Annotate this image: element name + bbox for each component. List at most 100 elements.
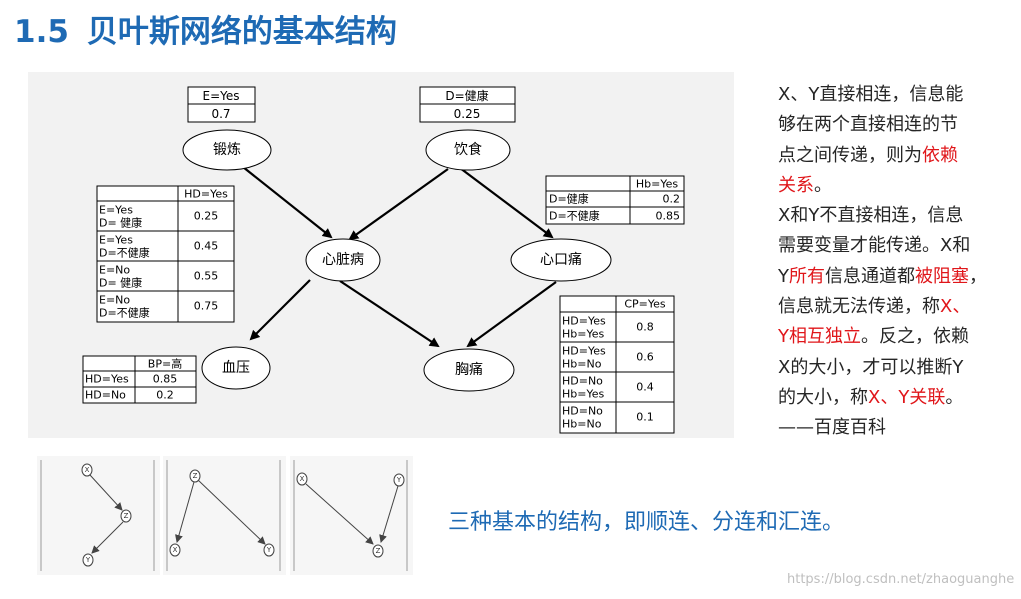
node-label-diet: 饮食	[454, 141, 482, 158]
explanation-l7c: 信息通道都	[825, 265, 915, 287]
cpt-hd-r1-c1: E=Yes	[99, 234, 133, 247]
structure-fork: Z X Y	[163, 456, 286, 575]
cpt-hd-r3-v: 0.75	[194, 300, 219, 313]
cpt-hd-r0-c2: D= 健康	[99, 216, 142, 230]
explanation-l3a: 点之间传递，则为	[778, 144, 922, 166]
fork-node-y: Y	[266, 546, 272, 554]
explanation-l6: 需要变量才能传递。X和	[778, 235, 971, 257]
edge-diet-heart	[348, 168, 449, 241]
node-label-heart: 心脏病	[322, 252, 364, 268]
cpt-d-value: 0.25	[454, 107, 481, 121]
node-chest-pain	[423, 348, 515, 392]
cpt-cp-r1-c2: Hb=No	[562, 358, 602, 371]
highlight-x: X、	[940, 296, 971, 318]
highlight-relation: 关系	[778, 174, 814, 196]
node-label-heartburn: 心口痛	[540, 251, 582, 268]
explanation-line: 点之间传递，则为依赖	[778, 141, 1010, 171]
cpt-bp-r0-c: HD=Yes	[85, 373, 129, 386]
cpt-cp-r2-c2: Hb=Yes	[562, 388, 604, 401]
watermark: https://blog.csdn.net/zhaoguanghe	[787, 572, 1015, 587]
cpt-hb-r0-c: D=健康	[549, 192, 589, 206]
explanation-line: Y所有信息通道都被阻塞，	[778, 262, 1010, 292]
explanation-l1: X、Y直接相连，信息能	[778, 84, 964, 105]
cpt-hd-r2-c1: E=No	[99, 264, 130, 277]
chain-node-x: X	[85, 466, 90, 474]
cpt-hd-r1-v: 0.45	[194, 240, 219, 253]
collider-node-x: X	[300, 475, 305, 483]
cpt-bp-r1-v: 0.2	[156, 389, 174, 402]
cpt-chest-pain: CP=Yes HD=Yes Hb=Yes 0.8 HD=Yes Hb=No 0.…	[559, 295, 675, 434]
cpt-cp-r0-v: 0.8	[636, 321, 654, 334]
explanation-line: X、Y直接相连，信息能	[778, 80, 1010, 110]
cpt-hb-r1-v: 0.85	[656, 210, 681, 223]
cpt-blood-pressure: BP=高 HD=Yes 0.85 HD=No 0.2	[82, 355, 197, 404]
explanation-l7a: Y	[778, 265, 789, 287]
explanation-l2: 够在两个直接相连的节	[778, 114, 958, 136]
explanation-l8a: 信息就无法传递，称	[778, 296, 940, 318]
highlight-all: 所有	[789, 265, 825, 287]
explanation-line: X的大小，才可以推断Y	[778, 353, 1010, 383]
cpt-hb-r1-c: D=不健康	[549, 209, 600, 223]
collider-node-z: Z	[376, 547, 381, 555]
page-title: 1.5 贝叶斯网络的基本结构	[14, 6, 397, 51]
node-diet	[425, 129, 511, 171]
cpt-d-header: D=健康	[445, 88, 488, 103]
node-label-exercise: 锻炼	[213, 142, 241, 158]
bayes-network-panel: 锻炼 饮食 心脏病 心口痛 血压 胸痛 E=Yes 0.7 D=健康 0.25	[28, 72, 734, 438]
explanation-line: 关系。	[778, 171, 1010, 201]
cpt-hd-r2-v: 0.55	[194, 270, 219, 283]
cpt-cp-header: CP=Yes	[624, 298, 666, 311]
cpt-hb-r0-v: 0.2	[663, 193, 681, 206]
cpt-bp-r0-v: 0.85	[153, 373, 178, 386]
explanation-l4b: 。	[814, 174, 832, 196]
edge-heart-bp	[249, 279, 311, 341]
edge-exercise-heart	[242, 166, 333, 239]
node-label-chest: 胸痛	[455, 361, 483, 378]
explanation-line: ——百度百科	[778, 413, 1010, 443]
node-exercise	[182, 129, 272, 171]
cpt-cp-r3-c1: HD=No	[562, 405, 603, 418]
explanation-line: 的大小，称X、Y关联。	[778, 383, 1010, 413]
explanation-line: 够在两个直接相连的节	[778, 110, 1010, 140]
explanation-line: X和Y不直接相连，信息	[778, 201, 1010, 231]
cpt-hd-r3-c1: E=No	[99, 294, 130, 307]
cpt-diet: D=健康 0.25	[419, 86, 516, 123]
chain-node-z: Z	[124, 512, 129, 520]
cpt-bp-r1-c: HD=No	[85, 389, 126, 402]
explanation-l9b: 。反之，依赖	[861, 326, 969, 348]
explanation-text: X、Y直接相连，信息能 够在两个直接相连的节 点之间传递，则为依赖 关系。 X和…	[778, 80, 1010, 444]
cpt-cp-r2-c1: HD=No	[562, 375, 603, 388]
node-heartburn	[510, 238, 612, 282]
edge-heartburn-chest	[466, 281, 557, 348]
edge-heart-chest	[339, 280, 440, 348]
explanation-l10: X的大小，才可以推断Y	[778, 356, 964, 378]
cpt-e-value: 0.7	[211, 107, 230, 121]
explanation-line: Y相互独立。反之，依赖	[778, 322, 1010, 352]
cpt-exercise: E=Yes 0.7	[187, 86, 256, 123]
cpt-cp-r1-c1: HD=Yes	[562, 345, 606, 358]
cpt-heart-disease: HD=Yes E=Yes D= 健康 0.25 E=Yes D=不健康 0.45…	[96, 185, 235, 323]
cpt-bp-header: BP=高	[148, 357, 182, 371]
explanation-l11c: 。	[945, 386, 964, 408]
title-text: 贝叶斯网络的基本结构	[86, 14, 397, 50]
highlight-independent: Y相互独立	[778, 326, 861, 348]
structures-caption: 三种基本的结构，即顺连、分连和汇连。	[448, 510, 845, 535]
explanation-l11a: 的大小，称	[778, 386, 868, 408]
node-blood-pressure	[201, 346, 271, 390]
cpt-hd-r1-c2: D=不健康	[99, 246, 150, 260]
cpt-cp-r3-v: 0.1	[636, 411, 654, 424]
cpt-cp-r0-c1: HD=Yes	[562, 315, 606, 328]
cpt-hd-r3-c2: D=不健康	[99, 306, 150, 320]
highlight-blocked: 被阻塞	[915, 265, 969, 287]
highlight-dependency: 依赖	[922, 144, 958, 166]
structure-collider: X Y Z	[290, 456, 413, 575]
fork-node-x: X	[173, 546, 178, 554]
section-number: 1.5	[14, 14, 69, 50]
cpt-hd-header: HD=Yes	[184, 188, 228, 201]
explanation-l5: X和Y不直接相连，信息	[778, 205, 964, 227]
node-heart-disease	[305, 238, 381, 282]
cpt-heartburn: Hb=Yes D=健康 0.2 D=不健康 0.85	[545, 175, 685, 225]
explanation-line: 信息就无法传递，称X、	[778, 292, 1010, 322]
cpt-hd-r0-c1: E=Yes	[99, 204, 133, 217]
cpt-hd-r2-c2: D= 健康	[99, 276, 142, 290]
